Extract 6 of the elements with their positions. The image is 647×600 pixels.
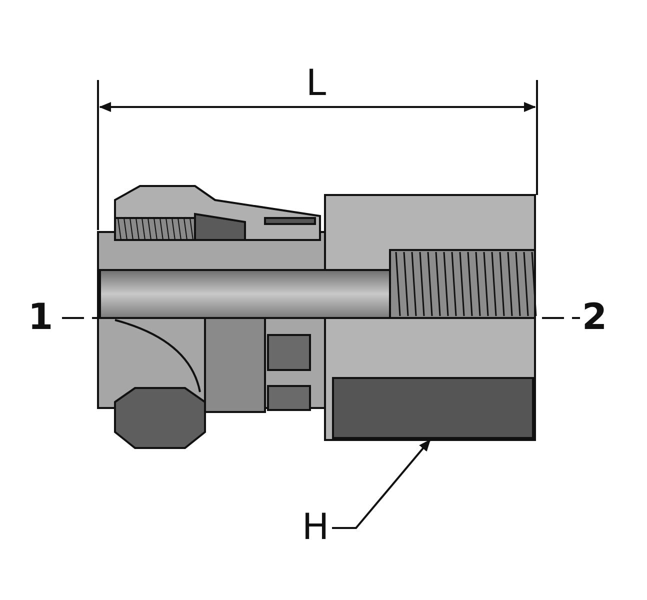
leader-line [332, 439, 431, 529]
port-number: 2 [582, 298, 608, 338]
hex-flat [332, 377, 534, 439]
callout-letter: H [302, 508, 330, 548]
dimension-label: L [306, 64, 326, 104]
port-number: 1 [28, 298, 54, 338]
